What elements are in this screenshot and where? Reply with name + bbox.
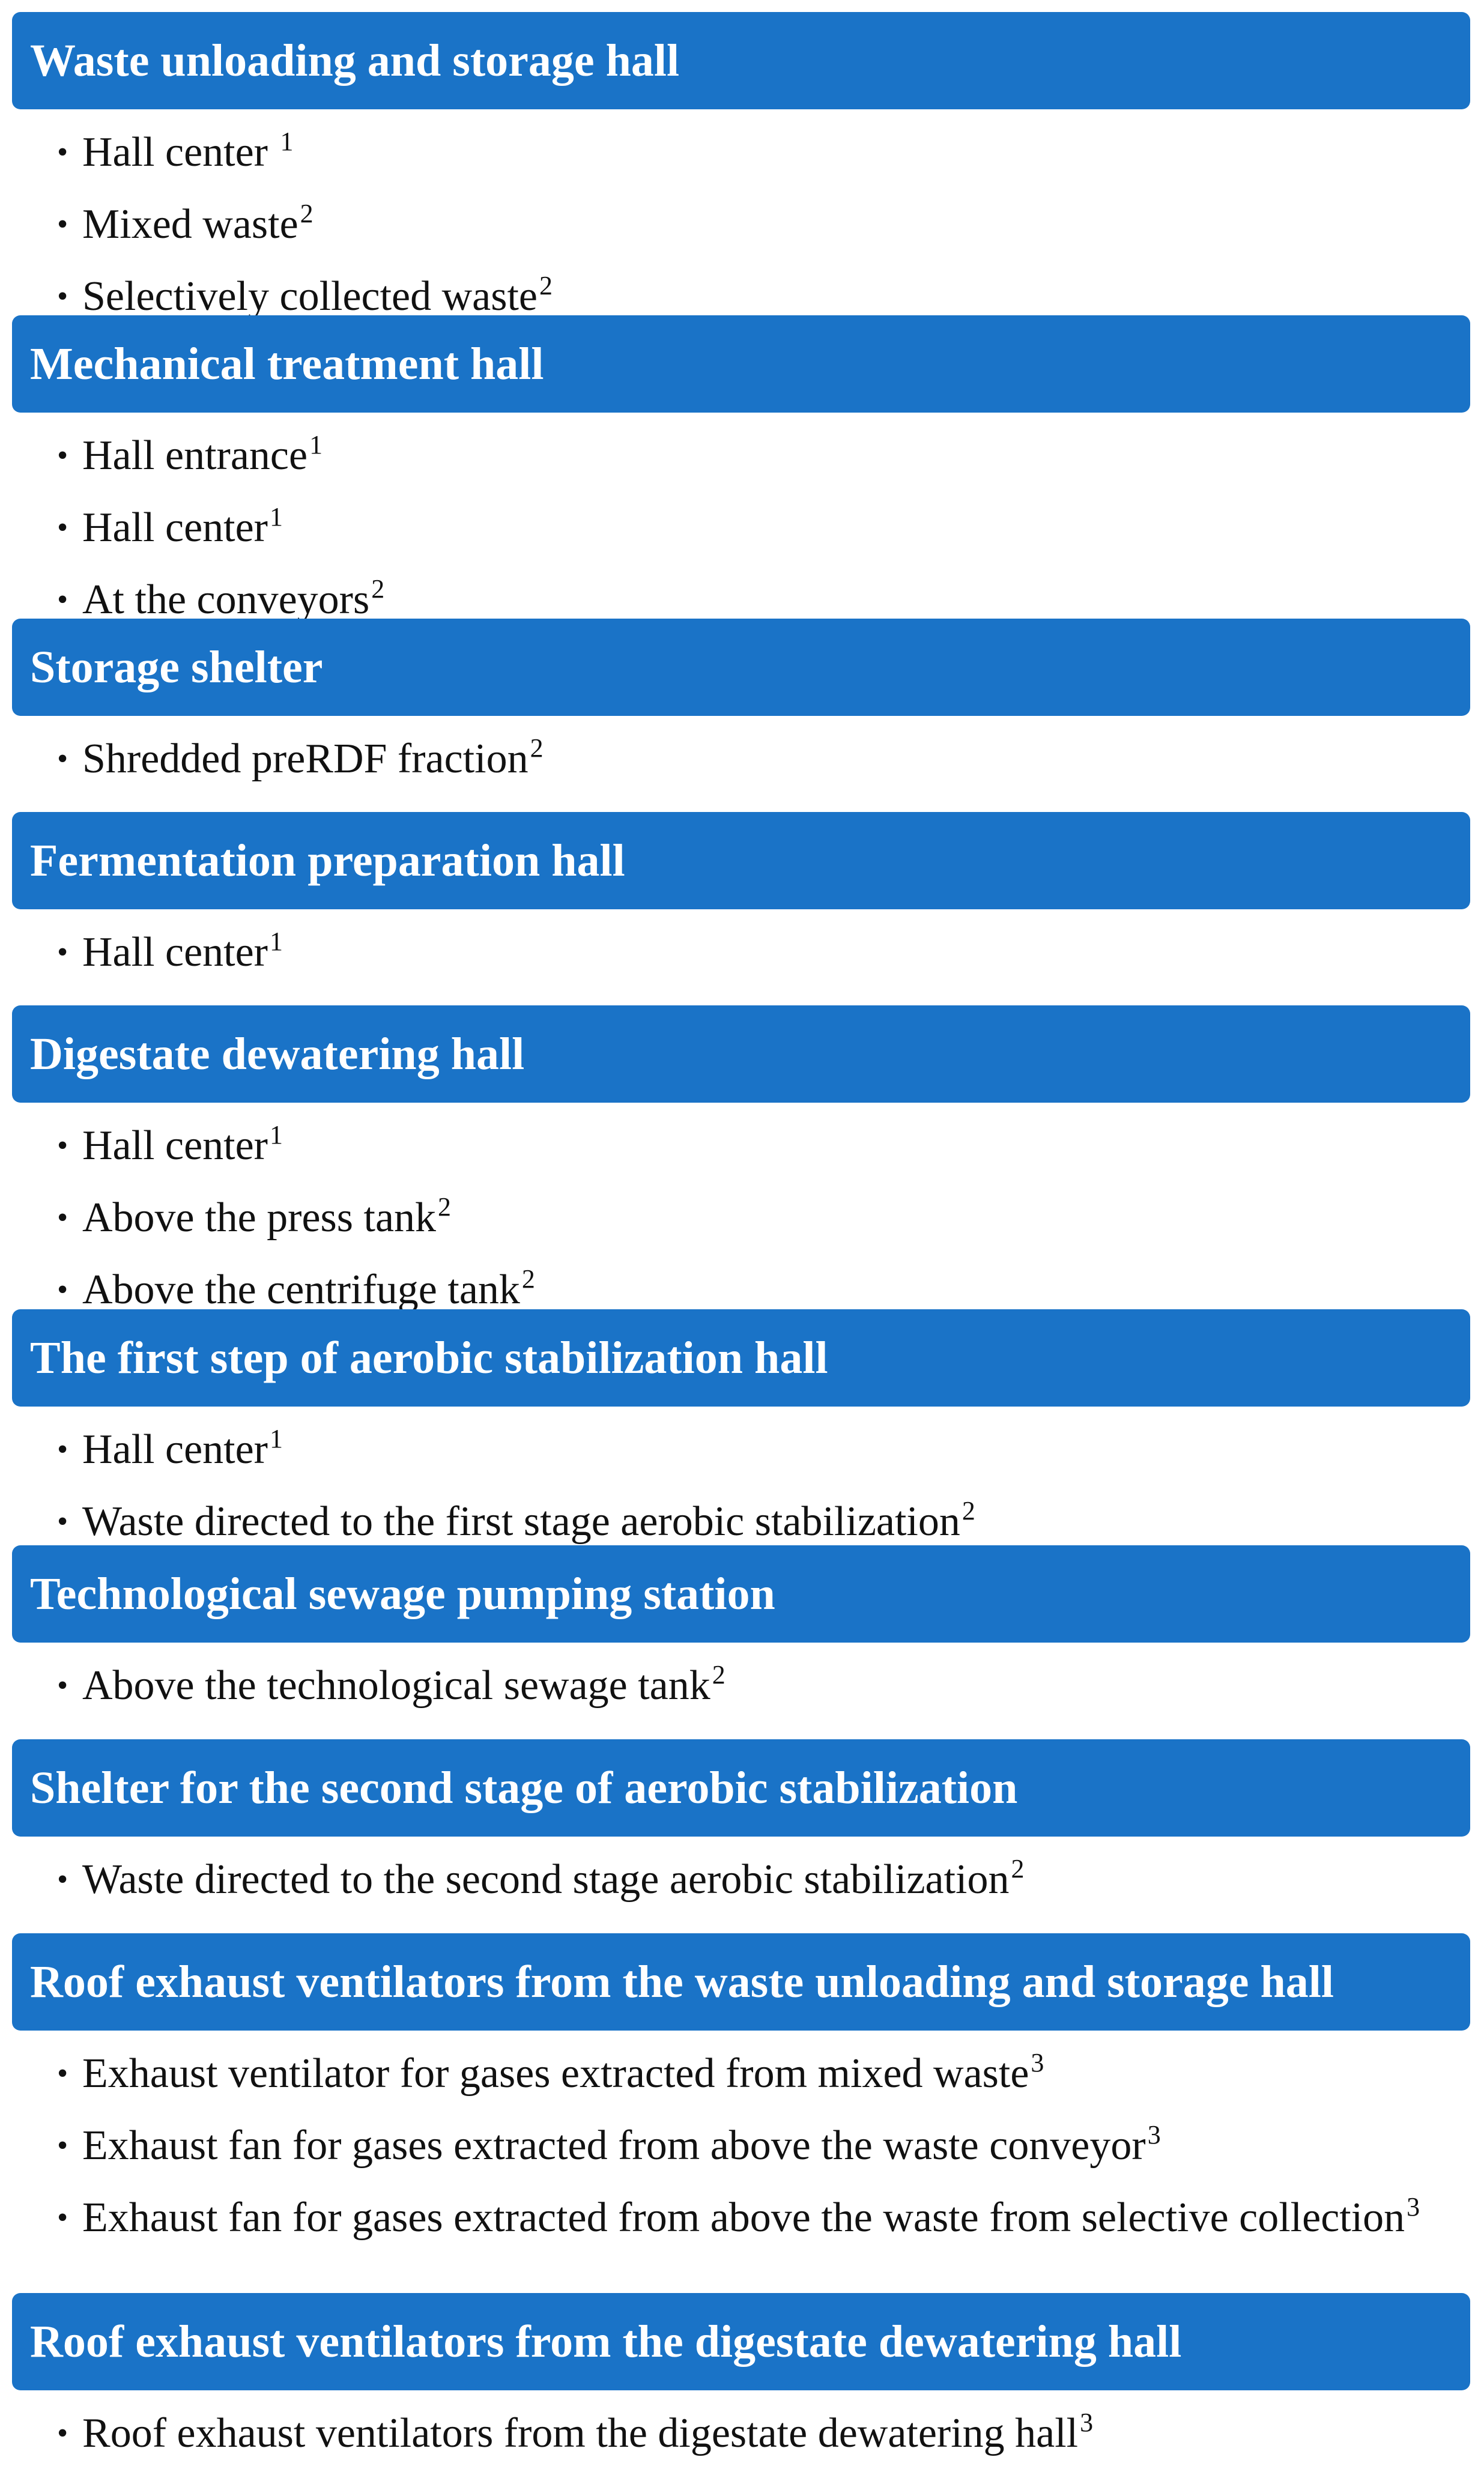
bullet-icon: • bbox=[57, 935, 68, 969]
footnote-marker: 2 bbox=[521, 1264, 535, 1294]
section-header: Waste unloading and storage hall bbox=[12, 12, 1470, 109]
section-header: Roof exhaust ventilators from the waste … bbox=[12, 1933, 1470, 2031]
list-item-text: Above the technological sewage tank bbox=[82, 1662, 710, 1709]
list-item: • Roof exhaust ventilators from the diges… bbox=[57, 2400, 1456, 2472]
footnote-marker: 2 bbox=[1011, 1854, 1025, 1883]
footnote-marker: 3 bbox=[1031, 2048, 1044, 2077]
section-header: Fermentation preparation hall bbox=[12, 812, 1470, 909]
list-item: • Hall center1 bbox=[57, 1416, 1456, 1488]
list-item-text: Exhaust fan for gases extracted from abo… bbox=[82, 2195, 1405, 2241]
bullet-icon: • bbox=[57, 1504, 68, 1539]
list-item-text: Roof exhaust ventilators from the digest… bbox=[82, 2410, 1079, 2456]
list-item-text: Waste directed to the first stage aerobi… bbox=[82, 1498, 960, 1545]
list-item: • Hall center1 bbox=[57, 919, 1456, 991]
list-item-text: Hall center bbox=[82, 129, 279, 175]
list-item: • Above the press tank2 bbox=[57, 1184, 1456, 1256]
footnote-marker: 2 bbox=[300, 199, 313, 228]
list-item-text: Exhaust ventilator for gases extracted f… bbox=[82, 2050, 1029, 2097]
list-item: • Selectively collected waste2 bbox=[57, 263, 1456, 335]
footnote-marker: 3 bbox=[1407, 2192, 1420, 2222]
list-item: • Exhaust ventilator for gases extracted … bbox=[57, 2040, 1456, 2112]
section-item-list: • Above the technological sewage tank2 bbox=[57, 1652, 1456, 1724]
bullet-icon: • bbox=[57, 583, 68, 617]
bullet-icon: • bbox=[57, 742, 68, 776]
list-item-text: Above the press tank bbox=[82, 1195, 437, 1241]
section-item-list: •Hall entrance1•Hall center1•At the conv… bbox=[57, 422, 1456, 638]
bullet-icon: • bbox=[57, 207, 68, 241]
section-header: Mechanical treatment hall bbox=[12, 315, 1470, 413]
section-item-list: • Waste directed to the second stage aero… bbox=[57, 1846, 1456, 1918]
list-item-text: Exhaust fan for gases extracted from abo… bbox=[82, 2122, 1146, 2169]
list-item-text: Mixed waste bbox=[82, 201, 298, 247]
list-item-text: Above the centrifuge tank bbox=[82, 1267, 520, 1313]
list-item: • Waste directed to the first stage aerob… bbox=[57, 1488, 1456, 1560]
bullet-icon: • bbox=[57, 1201, 68, 1235]
list-item-text: Waste directed to the second stage aerob… bbox=[82, 1856, 1010, 1903]
bullet-icon: • bbox=[57, 2128, 68, 2163]
section-item-list: • Hall center1 • Waste directed to the firs… bbox=[57, 1416, 1456, 1560]
list-item: • Exhaust fan for gases extracted from ab… bbox=[57, 2184, 1456, 2256]
section-item-list: • Roof exhaust ventilators from the diges… bbox=[57, 2400, 1456, 2472]
list-item-text: Hall center bbox=[82, 1426, 268, 1473]
bullet-icon: • bbox=[57, 135, 68, 169]
list-item-text: At the conveyors bbox=[82, 577, 370, 623]
list-item-text: Hall entrance bbox=[82, 432, 308, 479]
list-item: • Hall center1 bbox=[57, 494, 1456, 566]
footnote-marker: 1 bbox=[280, 127, 294, 156]
section-header: Storage shelter bbox=[12, 619, 1470, 716]
footnote-marker: 1 bbox=[269, 927, 283, 956]
footnote-marker: 3 bbox=[1080, 2408, 1094, 2437]
list-item: • Hall center1 bbox=[57, 1112, 1456, 1184]
bullet-icon: • bbox=[57, 1432, 68, 1467]
section-header: Technological sewage pumping station bbox=[12, 1545, 1470, 1643]
bullet-icon: • bbox=[57, 1273, 68, 1307]
section-item-list: •Hall center 1•Mixed waste2•Selectively … bbox=[57, 119, 1456, 335]
bullet-icon: • bbox=[57, 2416, 68, 2450]
bullet-icon: • bbox=[57, 1862, 68, 1897]
section-header: The first step of aerobic stabilization … bbox=[12, 1309, 1470, 1407]
bullet-icon: • bbox=[57, 279, 68, 314]
bullet-icon: • bbox=[57, 2201, 68, 2235]
list-item: • Above the centrifuge tank2 bbox=[57, 1256, 1456, 1328]
section-header: Roof exhaust ventilators from the digest… bbox=[12, 2293, 1470, 2390]
list-item: • Mixed waste2 bbox=[57, 191, 1456, 263]
bullet-icon: • bbox=[57, 438, 68, 473]
bullet-icon: • bbox=[57, 1668, 68, 1703]
list-item: • Exhaust fan for gases extracted from ab… bbox=[57, 2112, 1456, 2184]
footnote-marker: 2 bbox=[371, 574, 385, 604]
footnote-marker: 1 bbox=[269, 1120, 283, 1150]
section-item-list: • Shredded preRDF fraction2 bbox=[57, 726, 1456, 798]
list-item: • Waste directed to the second stage aero… bbox=[57, 1846, 1456, 1918]
list-item-text: Hall center bbox=[82, 504, 268, 551]
footnote-marker: 1 bbox=[309, 430, 323, 459]
section-item-list: • Hall center1 bbox=[57, 919, 1456, 991]
footnote-marker: 3 bbox=[1147, 2120, 1161, 2149]
footnote-marker: 2 bbox=[530, 733, 544, 763]
footnote-marker: 2 bbox=[712, 1660, 725, 1689]
footnote-marker: 1 bbox=[269, 502, 283, 532]
footnote-marker: 2 bbox=[539, 271, 553, 300]
footnote-marker: 2 bbox=[438, 1192, 452, 1222]
list-item-text: Hall center bbox=[82, 929, 268, 975]
list-item-text: Hall center bbox=[82, 1122, 268, 1169]
section-header: Digestate dewatering hall bbox=[12, 1005, 1470, 1103]
section-item-list: • Exhaust ventilator for gases extracted … bbox=[57, 2040, 1456, 2256]
list-item: • At the conveyors2 bbox=[57, 566, 1456, 638]
bullet-icon: • bbox=[57, 510, 68, 545]
footnote-marker: 2 bbox=[962, 1496, 975, 1525]
list-item: • Hall entrance1 bbox=[57, 422, 1456, 494]
section-item-list: •Hall center1•Above the press tank2•Abov… bbox=[57, 1112, 1456, 1328]
list-item: • Hall center 1 bbox=[57, 119, 1456, 191]
bullet-icon: • bbox=[57, 1128, 68, 1163]
list-item: • Above the technological sewage tank2 bbox=[57, 1652, 1456, 1724]
section-header: Shelter for the second stage of aerobic … bbox=[12, 1739, 1470, 1837]
list-item: • Shredded preRDF fraction2 bbox=[57, 726, 1456, 798]
list-item-text: Shredded preRDF fraction bbox=[82, 736, 528, 782]
list-item-text: Selectively collected waste bbox=[82, 273, 538, 320]
footnote-marker: 1 bbox=[269, 1424, 283, 1453]
bullet-icon: • bbox=[57, 2056, 68, 2091]
